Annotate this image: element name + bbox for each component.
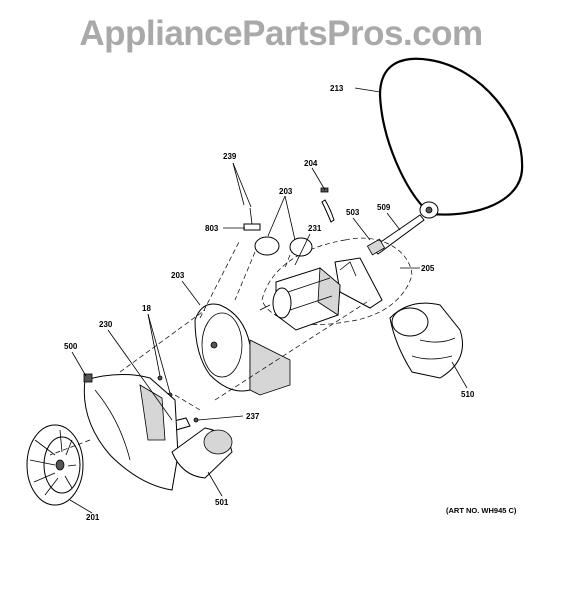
callout-204: 204: [304, 159, 318, 168]
blower-housing: [83, 373, 179, 491]
drive-motor: [259, 267, 341, 331]
motor-mount: [334, 257, 383, 309]
callout-509: 509: [377, 203, 391, 212]
callout-510: 510: [461, 390, 475, 399]
callout-803: 803: [205, 224, 219, 233]
callout-503: 503: [346, 208, 360, 217]
callout-237: 237: [246, 412, 260, 421]
callout-205: 205: [421, 264, 435, 273]
callout-239: 239: [223, 152, 237, 161]
idler-arm: [366, 214, 425, 256]
watermark-logo: AppliancePartsPros.com: [79, 14, 483, 53]
blower-rear-plate: [194, 303, 291, 396]
blower-wheel: [26, 424, 84, 506]
callout-213: 213: [330, 84, 344, 93]
callout-230: 230: [99, 320, 113, 329]
motor-clamp-upper: [254, 236, 313, 257]
art-number: (ART NO. WH945 C): [446, 506, 517, 515]
exhaust-duct: [171, 427, 233, 479]
flexible-duct: [389, 302, 463, 379]
motor-clip: [321, 199, 335, 223]
callout-18: 18: [142, 304, 151, 313]
callout-203-plate: 203: [171, 271, 185, 280]
callout-203-clamp: 203: [279, 187, 293, 196]
clip-tab: [320, 187, 329, 193]
callout-500: 500: [64, 342, 78, 351]
callout-201: 201: [86, 513, 100, 522]
idler-pulley: [419, 201, 439, 219]
bracket-screw: [243, 207, 261, 231]
callout-501: 501: [215, 498, 229, 507]
callout-231: 231: [308, 224, 322, 233]
motor-assembly-outline: [261, 237, 413, 325]
drive-belt: [378, 57, 524, 216]
